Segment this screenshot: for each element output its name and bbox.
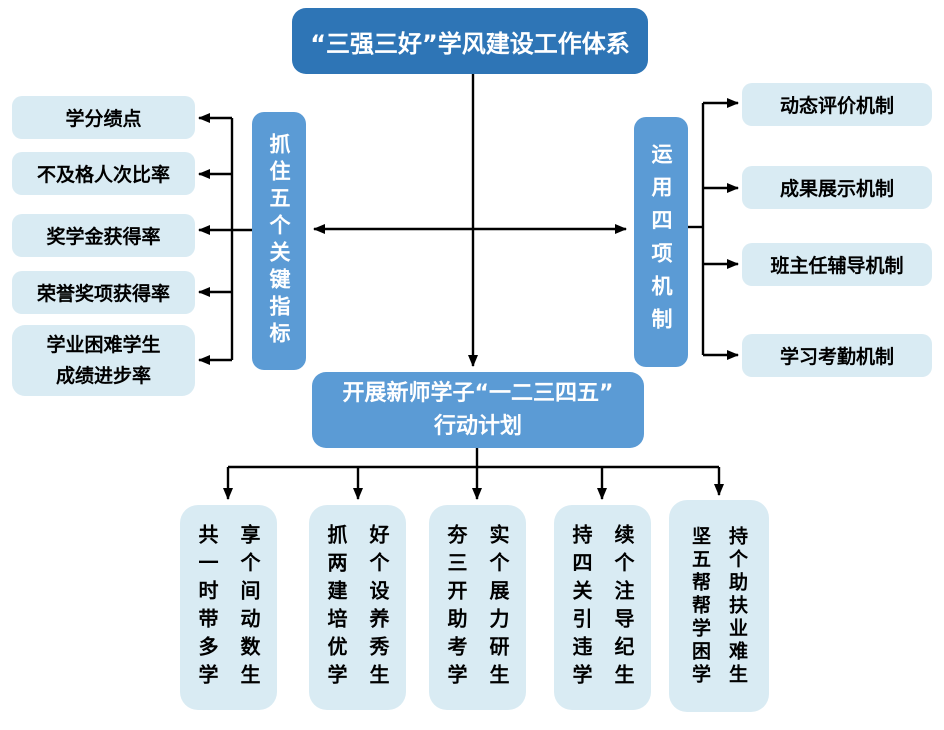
- action-col-left: 夯三开助考学: [444, 523, 468, 692]
- mechanism-item: 动态评价机制: [742, 83, 932, 126]
- left-column-label: 抓住五个关键指标: [267, 133, 291, 349]
- mechanism-item: 班主任辅导机制: [742, 243, 932, 286]
- kpi-item: 奖学金获得率: [12, 214, 195, 257]
- kpi-item: 荣誉奖项获得率: [12, 271, 195, 314]
- action-item: 共一时带多学 享个间动数生: [180, 505, 277, 710]
- system-title-box: “三强三好”学风建设工作体系: [292, 8, 648, 74]
- action-item: 夯三开助考学 实个展力研生: [429, 505, 526, 710]
- kpi-item: 学业困难学生 成绩进步率: [12, 325, 195, 396]
- action-col-right: 好个设养秀生: [366, 523, 390, 692]
- mechanism-label: 成果展示机制: [779, 178, 894, 200]
- action-plan-box: 开展新师学子“一二三四五” 行动计划: [312, 372, 644, 448]
- mechanism-label: 动态评价机制: [779, 95, 894, 117]
- action-col-right: 持个助扶业难生: [726, 525, 748, 687]
- left-column-box: 抓住五个关键指标: [252, 112, 306, 370]
- kpi-label: 荣誉奖项获得率: [36, 283, 170, 305]
- mechanism-label: 班主任辅导机制: [770, 255, 904, 277]
- action-col-left: 持四关引违学: [569, 523, 593, 692]
- mechanism-item: 成果展示机制: [742, 166, 932, 209]
- action-col-right: 续个注导纪生: [611, 523, 635, 692]
- mechanism-item: 学习考勤机制: [742, 334, 932, 377]
- kpi-label: 学分绩点: [65, 108, 142, 130]
- action-col-left: 坚五帮帮学困学: [689, 525, 711, 687]
- action-item: 坚五帮帮学困学 持个助扶业难生: [669, 500, 769, 712]
- system-title: “三强三好”学风建设工作体系: [310, 29, 630, 58]
- action-item: 持四关引违学 续个注导纪生: [554, 505, 651, 710]
- action-plan-title: 开展新师学子“一二三四五” 行动计划: [342, 381, 614, 439]
- action-col-right: 享个间动数生: [237, 523, 261, 692]
- right-column-label: 运用四项机制: [649, 143, 673, 341]
- action-col-left: 共一时带多学: [195, 523, 219, 692]
- mechanism-label: 学习考勤机制: [779, 346, 894, 368]
- right-column-box: 运用四项机制: [634, 117, 688, 367]
- action-item: 抓两建培优学 好个设养秀生: [309, 505, 406, 710]
- kpi-item: 不及格人次比率: [12, 152, 195, 195]
- kpi-label: 学业困难学生 成绩进步率: [46, 334, 161, 387]
- action-col-right: 实个展力研生: [486, 523, 510, 692]
- kpi-item: 学分绩点: [12, 96, 195, 139]
- kpi-label: 奖学金获得率: [46, 226, 161, 248]
- kpi-label: 不及格人次比率: [36, 164, 170, 186]
- action-col-left: 抓两建培优学: [324, 523, 348, 692]
